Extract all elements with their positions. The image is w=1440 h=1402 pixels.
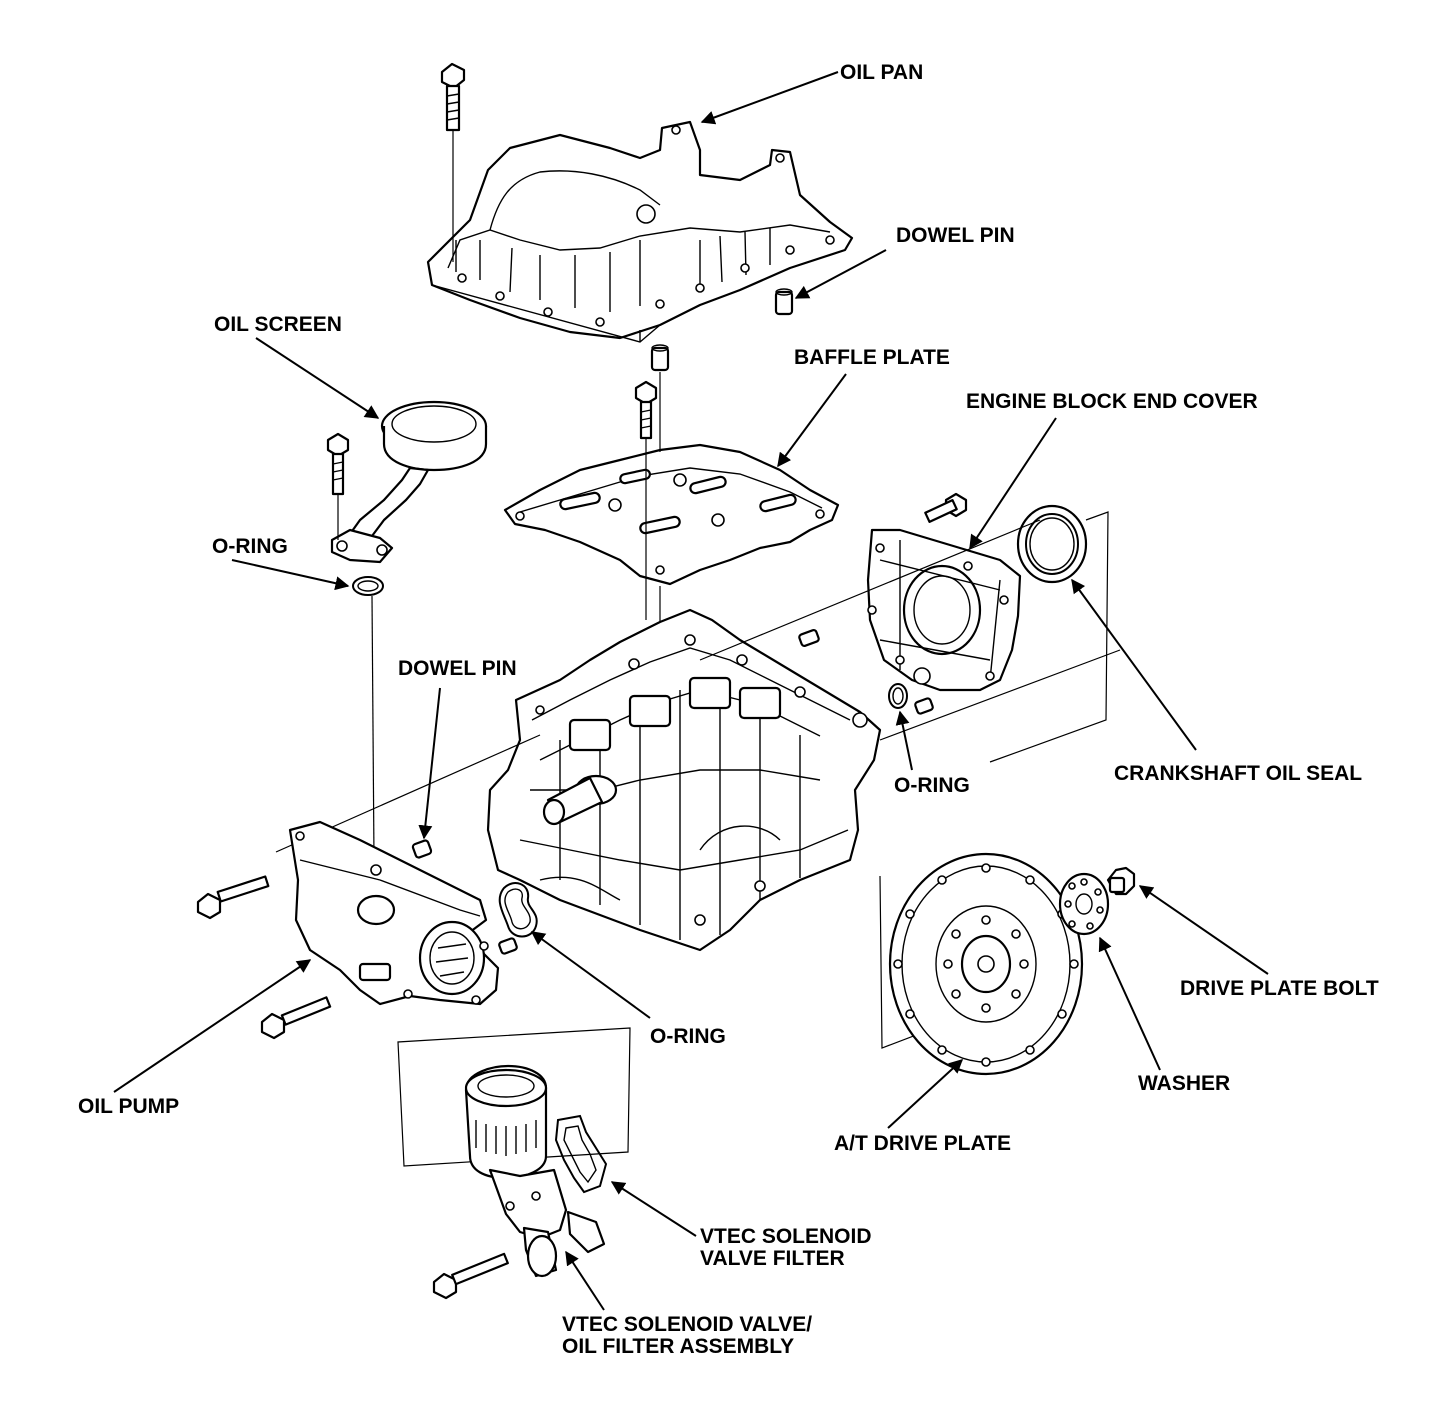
washer [1058, 872, 1110, 936]
label-washer: WASHER [1138, 1072, 1230, 1095]
label-vtec-assembly-line1: VTEC SOLENOID VALVE/ [562, 1313, 812, 1336]
oil-pump [288, 820, 500, 1006]
dowel-pin-pump [498, 937, 518, 955]
vtec-solenoid-oil-filter-assembly [464, 1064, 606, 1278]
label-baffle-plate: BAFFLE PLATE [794, 346, 950, 369]
label-oil-pan: OIL PAN [840, 61, 923, 84]
dowel-pin-mid [411, 839, 433, 859]
dowel-pin-cover-upper [798, 629, 820, 647]
crankshaft-oil-seal [1016, 504, 1088, 584]
dowel-pin-cover-lower [914, 697, 934, 715]
label-at-drive-plate: A/T DRIVE PLATE [834, 1132, 1011, 1155]
drive-plate-bolt [1106, 866, 1136, 896]
label-oil-pump: OIL PUMP [78, 1095, 179, 1118]
o-ring-right [888, 683, 908, 709]
label-vtec-filter-line1: VTEC SOLENOID [700, 1225, 872, 1248]
label-crankshaft-oil-seal: CRANKSHAFT OIL SEAL [1114, 762, 1362, 785]
oil-screen [330, 400, 488, 564]
label-vtec-filter-line2: VALVE FILTER [700, 1247, 845, 1270]
label-dowel-pin-top: DOWEL PIN [896, 224, 1015, 247]
baffle-plate [503, 443, 840, 586]
label-drive-plate-bolt: DRIVE PLATE BOLT [1180, 977, 1379, 1000]
oil-pump-bolt-lower [260, 996, 332, 1040]
oil-pan-bolt [440, 62, 466, 132]
label-engine-block-end-cover: ENGINE BLOCK END COVER [966, 390, 1258, 413]
oil-pan [426, 120, 854, 343]
o-ring-bottom [498, 882, 538, 938]
vtec-assembly-bolt [432, 1252, 509, 1300]
o-ring-left [352, 576, 384, 596]
label-o-ring-left: O-RING [212, 535, 288, 558]
label-o-ring-bottom: O-RING [650, 1025, 726, 1048]
oil-pump-bolt-upper [196, 875, 270, 920]
at-drive-plate [888, 852, 1084, 1076]
dowel-pin-pan-lower [650, 344, 670, 372]
baffle-plate-bolt [634, 380, 658, 440]
engine-block [486, 608, 882, 952]
vtec-solenoid-valve-filter [554, 1114, 608, 1194]
label-dowel-pin-mid: DOWEL PIN [398, 657, 517, 680]
engine-block-end-cover [866, 528, 1022, 692]
label-vtec-assembly-line2: OIL FILTER ASSEMBLY [562, 1335, 794, 1358]
label-o-ring-right: O-RING [894, 774, 970, 797]
leader-lines [113, 71, 1269, 1311]
dowel-pin-top [774, 288, 794, 316]
end-cover-bolt [924, 492, 968, 523]
oil-screen-bolt [326, 432, 350, 496]
label-oil-screen: OIL SCREEN [214, 313, 342, 336]
